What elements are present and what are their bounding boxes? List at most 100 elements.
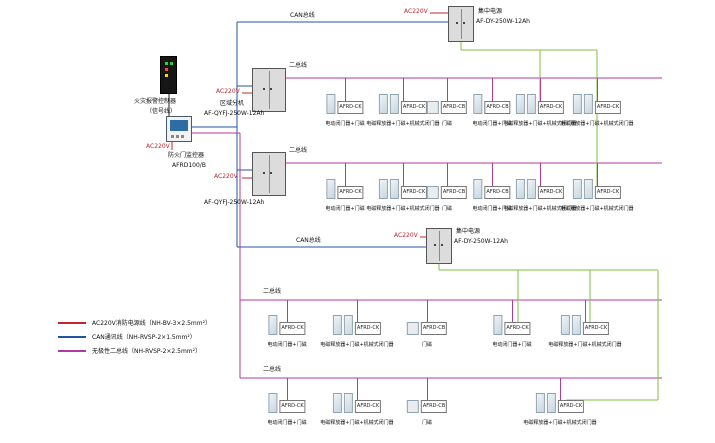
door-icon bbox=[526, 94, 536, 114]
device-label: 电磁释放器+门磁+机械式闭门器 bbox=[366, 121, 440, 127]
door-icon bbox=[572, 179, 582, 199]
device-label: 电动闭门器+门磁 bbox=[325, 121, 365, 127]
device-label: 电动闭门器+门磁 bbox=[267, 342, 307, 348]
row4-bus-label: 二总线 bbox=[263, 366, 282, 373]
bus-drop-line bbox=[512, 300, 513, 322]
device-group: AFRD-CK bbox=[515, 175, 565, 199]
device-label: 电磁释放器+门磁+机械式闭门器 bbox=[320, 420, 394, 426]
can-bus-bottom-label: CAN总线 bbox=[296, 237, 321, 244]
device-group: AFRD-CK bbox=[535, 389, 585, 413]
afrd-module: AFRD-CK bbox=[557, 400, 585, 413]
door-icon bbox=[571, 315, 581, 335]
door-icon bbox=[332, 315, 342, 335]
afrd-module: AFRD-CB bbox=[440, 186, 468, 199]
bus-drop-line bbox=[357, 378, 358, 400]
legend-item: AC220V消防电源线（NH-BV-3×2.5mm²） bbox=[58, 318, 211, 327]
monitor-model-label: AFRD100/B bbox=[172, 162, 206, 169]
cabinet-door-split bbox=[439, 231, 440, 261]
ps2-name-label: 集中电源 bbox=[456, 228, 481, 235]
ps1-name-label: 集中电源 bbox=[478, 8, 503, 15]
door-icon bbox=[326, 94, 336, 114]
zone-unit-cabinet-1 bbox=[252, 68, 286, 112]
zone-unit-cabinet-2 bbox=[252, 152, 286, 196]
device-group: AFRD-CK bbox=[378, 175, 428, 199]
legend-item: 无极性二总线（NH-RVSP-2×2.5mm²） bbox=[58, 346, 201, 355]
device-label: 门磁 bbox=[441, 206, 453, 212]
door-icon bbox=[535, 393, 545, 413]
door-icon bbox=[560, 315, 570, 335]
door-magnet-icon bbox=[426, 186, 439, 199]
zone1-name-label: 区域分机 bbox=[220, 100, 245, 107]
afrd-module: AFRD-CK bbox=[279, 322, 306, 335]
afrd-module: AFRD-CK bbox=[594, 186, 622, 199]
bus-drop-line bbox=[287, 300, 288, 322]
door-icon bbox=[378, 179, 388, 199]
afrd-module: AFRD-CB bbox=[420, 400, 448, 413]
afrd-module: AFRD-CK bbox=[337, 101, 364, 114]
bus-drop-line bbox=[287, 378, 288, 400]
afrd-module: AFRD-CK bbox=[337, 186, 364, 199]
fire-door-monitor bbox=[166, 116, 192, 142]
row3-bus-label: 二总线 bbox=[263, 288, 282, 295]
device-group: AFRD-CB bbox=[406, 389, 448, 413]
device-label: 电磁释放器+门磁+机械式闭门器 bbox=[503, 121, 577, 127]
door-icon bbox=[473, 179, 483, 199]
device-label: 电磁释放器+门磁+机械式闭门器 bbox=[523, 420, 597, 426]
row2-bus-label: 二总线 bbox=[289, 147, 308, 154]
device-label: 电动闭门器+门磁 bbox=[325, 206, 365, 212]
afrd-module: AFRD-CK bbox=[400, 101, 428, 114]
device-group: AFRD-CB bbox=[426, 90, 468, 114]
device-label: 门磁 bbox=[421, 420, 433, 426]
door-icon bbox=[389, 179, 399, 199]
controller-label: 火灾报警控制器 bbox=[134, 98, 177, 105]
door-icon bbox=[343, 315, 353, 335]
device-group: AFRD-CK bbox=[326, 175, 364, 199]
zone2-model-label: AF-QYFJ-250W-12Ah bbox=[204, 199, 265, 206]
bus-drop-line bbox=[597, 163, 598, 186]
afrd-module: AFRD-CB bbox=[440, 101, 468, 114]
central-power-supply-2 bbox=[426, 228, 452, 264]
controller-led-icons bbox=[165, 62, 168, 65]
bus-drop-line bbox=[427, 300, 428, 322]
ps2-model-label: AF-DY-250W-12Ah bbox=[454, 238, 508, 245]
device-group: AFRD-CK bbox=[572, 175, 622, 199]
afrd-module: AFRD-CK bbox=[279, 400, 306, 413]
device-label: 电磁释放器+门磁+机械式闭门器 bbox=[560, 206, 634, 212]
device-label: 电动闭门器+门磁 bbox=[492, 342, 532, 348]
afrd-module: AFRD-CB bbox=[484, 186, 511, 199]
door-icon bbox=[583, 94, 593, 114]
device-group: AFRD-CK bbox=[560, 311, 610, 335]
door-icon bbox=[268, 315, 278, 335]
bus-drop-line bbox=[560, 378, 561, 400]
cabinet-door-split bbox=[461, 9, 462, 39]
device-label: 电磁释放器+门磁+机械式闭门器 bbox=[320, 342, 394, 348]
door-icon bbox=[526, 179, 536, 199]
device-group: AFRD-CK bbox=[332, 311, 382, 335]
bus-drop-line bbox=[447, 163, 448, 186]
device-group: AFRD-CK bbox=[268, 311, 306, 335]
bus-drop-line bbox=[540, 163, 541, 186]
afrd-module: AFRD-CK bbox=[537, 186, 565, 199]
bus-drop-line bbox=[345, 163, 346, 186]
bus-drop-line bbox=[345, 78, 346, 101]
bus-drop-line bbox=[492, 163, 493, 186]
cabinet-door-split bbox=[269, 71, 270, 109]
door-icon bbox=[572, 94, 582, 114]
device-label: 门磁 bbox=[441, 121, 453, 127]
ps1-model-label: AF-DY-250W-12Ah bbox=[476, 18, 530, 25]
zone1-power-label: AC220V bbox=[216, 88, 240, 95]
device-label: 门磁 bbox=[421, 342, 433, 348]
cabinet-handles-icon bbox=[262, 171, 265, 174]
monitor-power-label: AC220V bbox=[146, 143, 170, 150]
fire-alarm-controller bbox=[160, 56, 177, 94]
device-label: 电动闭门器+门磁 bbox=[472, 206, 512, 212]
central-power-supply-1 bbox=[448, 6, 474, 42]
bus-drop-line bbox=[403, 163, 404, 186]
door-icon bbox=[268, 393, 278, 413]
device-group: AFRD-CK bbox=[515, 90, 565, 114]
can-bus-top-label: CAN总线 bbox=[290, 12, 315, 19]
door-magnet-icon bbox=[406, 322, 419, 335]
door-magnet-icon bbox=[406, 400, 419, 413]
